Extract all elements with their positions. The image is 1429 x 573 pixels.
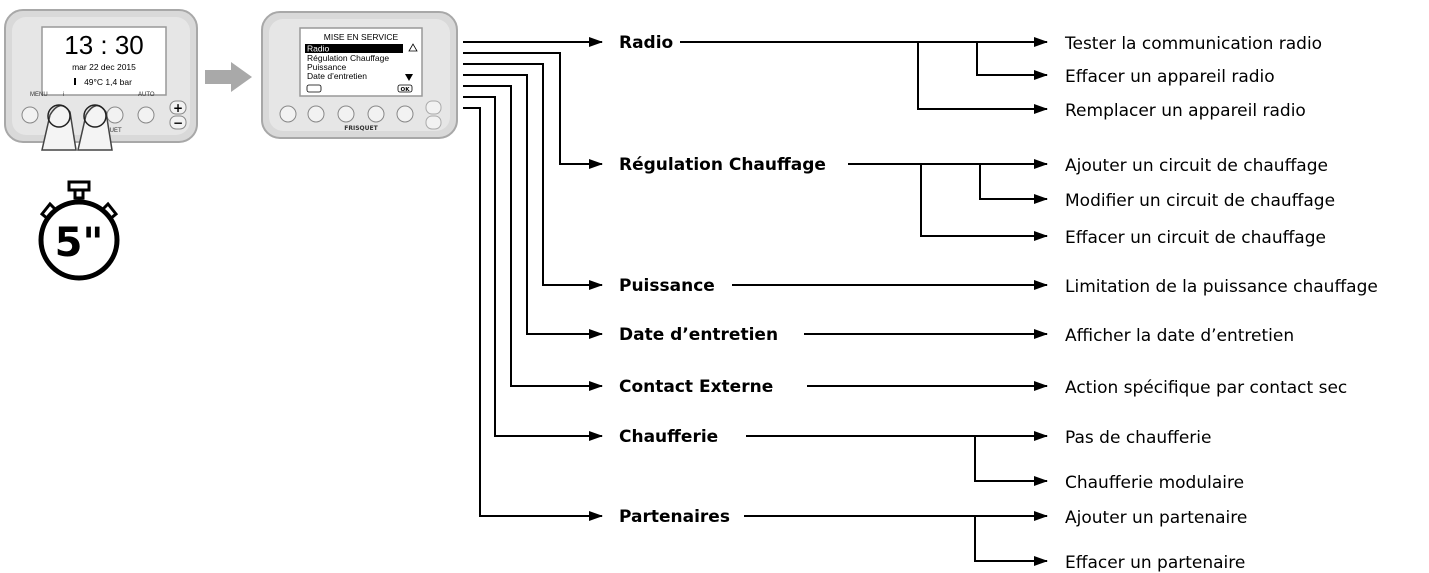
menu-puissance: Puissance <box>619 276 715 296</box>
minus-button[interactable] <box>169 115 187 130</box>
menu-contact-externe: Contact Externe <box>619 377 773 397</box>
sub-afficher-date: Afficher la date d’entretien <box>1065 326 1294 346</box>
finger-icon <box>41 104 113 151</box>
scroll-down-icon <box>405 74 413 81</box>
menu-chaufferie: Chaufferie <box>619 427 718 447</box>
menu-button-2[interactable] <box>337 105 355 123</box>
menu-power-button[interactable] <box>279 105 297 123</box>
home-info-label: i <box>63 92 64 98</box>
menu-button-4[interactable] <box>396 105 414 123</box>
plus-button[interactable] <box>169 100 187 115</box>
svg-text:−: − <box>173 116 183 130</box>
home-screen <box>41 26 167 96</box>
sub-remplacer-radio: Remplacer un appareil radio <box>1065 101 1306 121</box>
menu-screen-item-date: Date d’entretien <box>307 71 367 81</box>
menu-button-1[interactable] <box>307 105 325 123</box>
menu-partenaires: Partenaires <box>619 507 730 527</box>
transition-arrow-icon <box>205 62 252 92</box>
menu-brand: FRISQUET <box>344 125 378 132</box>
sub-ajouter-circuit: Ajouter un circuit de chauffage <box>1065 156 1328 176</box>
sub-effacer-circuit: Effacer un circuit de chauffage <box>1065 228 1326 248</box>
sub-pas-chaufferie: Pas de chaufferie <box>1065 428 1211 448</box>
sub-modifier-circuit: Modifier un circuit de chauffage <box>1065 191 1335 211</box>
menu-screen-title: MISE EN SERVICE <box>324 32 399 42</box>
home-button-3[interactable] <box>106 106 124 124</box>
menu-screen-item-puissance: Puissance <box>307 62 346 72</box>
menu-date-entretien: Date d’entretien <box>619 325 778 345</box>
home-auto-label: AUTO <box>138 92 155 98</box>
svg-text:+: + <box>173 101 183 115</box>
back-icon <box>306 84 322 93</box>
menu-screen-item-regulation: Régulation Chauffage <box>307 53 389 63</box>
sub-ajouter-partenaire: Ajouter un partenaire <box>1065 508 1247 528</box>
sub-effacer-radio: Effacer un appareil radio <box>1065 67 1275 87</box>
menu-radio: Radio <box>619 33 673 53</box>
thermostat-home-device: 13 : 30 mar 22 dec 2015 49°C 1,4 bar MEN… <box>4 9 198 151</box>
thermostat-menu-device: MISE EN SERVICE Radio Régulation Chauffa… <box>261 11 458 139</box>
sub-limitation-puissance: Limitation de la puissance chauffage <box>1065 277 1378 297</box>
menu-plus-button[interactable] <box>425 100 442 115</box>
menu-button-3[interactable] <box>367 105 385 123</box>
home-menu-label: MENU <box>30 92 48 98</box>
menu-selection-highlight <box>305 44 403 53</box>
home-button-4[interactable] <box>137 106 155 124</box>
scroll-up-icon <box>408 43 418 52</box>
home-date: mar 22 dec 2015 <box>72 62 136 72</box>
sub-action-contact: Action spécifique par contact sec <box>1065 378 1347 398</box>
home-time: 13 : 30 <box>64 30 144 60</box>
stopwatch-icon: 5" <box>38 180 120 281</box>
menu-regulation-chauffage: Régulation Chauffage <box>619 155 826 175</box>
home-status: 49°C 1,4 bar <box>84 77 132 87</box>
sub-tester-radio: Tester la communication radio <box>1064 34 1322 54</box>
sub-effacer-partenaire: Effacer un partenaire <box>1065 553 1245 573</box>
menu-minus-button[interactable] <box>425 115 442 130</box>
submenu-connectors <box>680 37 1048 566</box>
ok-label: OK <box>401 87 411 93</box>
power-button[interactable] <box>21 106 39 124</box>
stopwatch-label: 5" <box>55 220 104 266</box>
menu-screen-item-radio: Radio <box>307 44 329 54</box>
device-connectors <box>463 37 603 521</box>
thermometer-icon <box>74 78 76 85</box>
sub-chaufferie-modulaire: Chaufferie modulaire <box>1065 473 1244 493</box>
